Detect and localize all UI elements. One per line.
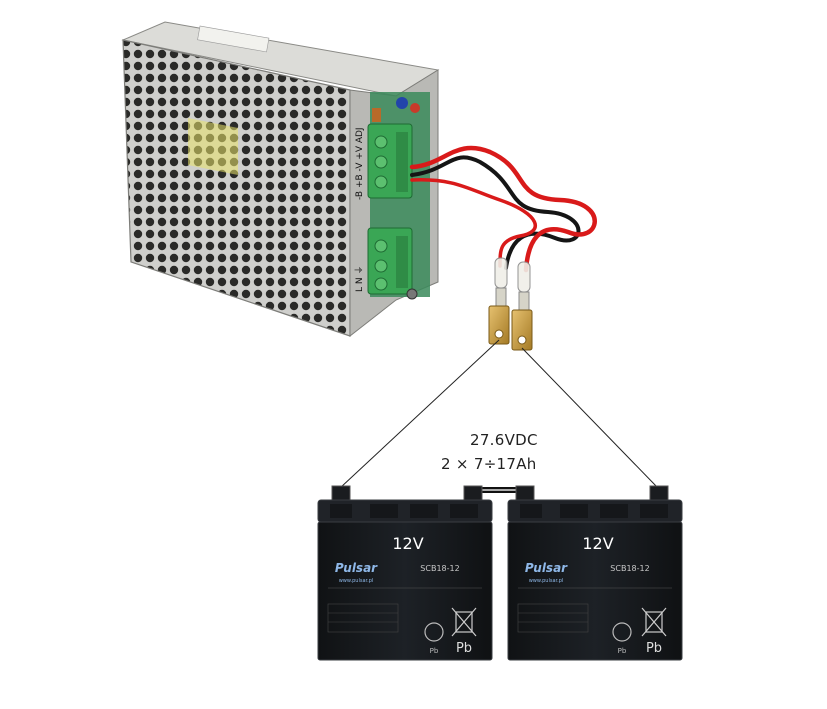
battery-brand: Pulsar	[335, 561, 378, 575]
terminal-screw	[374, 239, 388, 253]
terminal-screw	[374, 277, 388, 291]
wire-red	[409, 145, 597, 273]
power-supply-unit: -B +B -V +V ADJ L N ⏚	[121, 21, 440, 338]
svg-text:Pb: Pb	[456, 641, 472, 656]
connector-tab-right	[511, 309, 533, 351]
output-voltage-label: 27.6VDC	[470, 431, 538, 449]
battery-left: 12V Pulsar www.pulsar.pl SCB18-12 Pb Pb	[317, 485, 493, 661]
mains-terminal-block	[367, 227, 413, 295]
battery-voltage-label: 12V	[392, 534, 423, 553]
connection-lines	[339, 339, 659, 505]
ring-connectors	[488, 257, 533, 351]
battery-config-label: 2 × 7÷17Ah	[441, 455, 537, 473]
battery-url: www.pulsar.pl	[529, 578, 564, 584]
waste-bin-icon: Pb	[451, 607, 477, 656]
battery-model: SCB18-12	[420, 564, 459, 573]
terminal-screw	[374, 259, 388, 273]
terminal-label-output: -B +B -V +V ADJ	[355, 127, 365, 200]
terminal-screw	[374, 135, 388, 149]
battery-brand: Pulsar	[525, 561, 568, 575]
battery-wires	[409, 145, 597, 273]
svg-text:Pb: Pb	[430, 647, 439, 655]
terminal-screw	[374, 175, 388, 189]
mounting-screw	[406, 288, 418, 300]
svg-text:Pb: Pb	[618, 647, 627, 655]
battery-model: SCB18-12	[610, 564, 649, 573]
recycle-icon: Pb	[424, 622, 444, 655]
svg-text:Pb: Pb	[646, 641, 662, 656]
terminal-label-mains: L N ⏚	[354, 266, 365, 292]
battery-right: 12V Pulsar www.pulsar.pl SCB18-12 Pb Pb	[507, 485, 683, 661]
battery-voltage-label: 12V	[582, 534, 613, 553]
psu-front-face	[122, 39, 351, 337]
wire-black	[410, 155, 581, 270]
battery-url: www.pulsar.pl	[339, 578, 374, 584]
psu-sticker	[197, 25, 270, 53]
output-terminal-block	[367, 123, 413, 199]
connector-tab-left	[488, 305, 510, 345]
terminal-screw	[374, 155, 388, 169]
waste-bin-icon: Pb	[641, 607, 667, 656]
recycle-icon: Pb	[612, 622, 632, 655]
